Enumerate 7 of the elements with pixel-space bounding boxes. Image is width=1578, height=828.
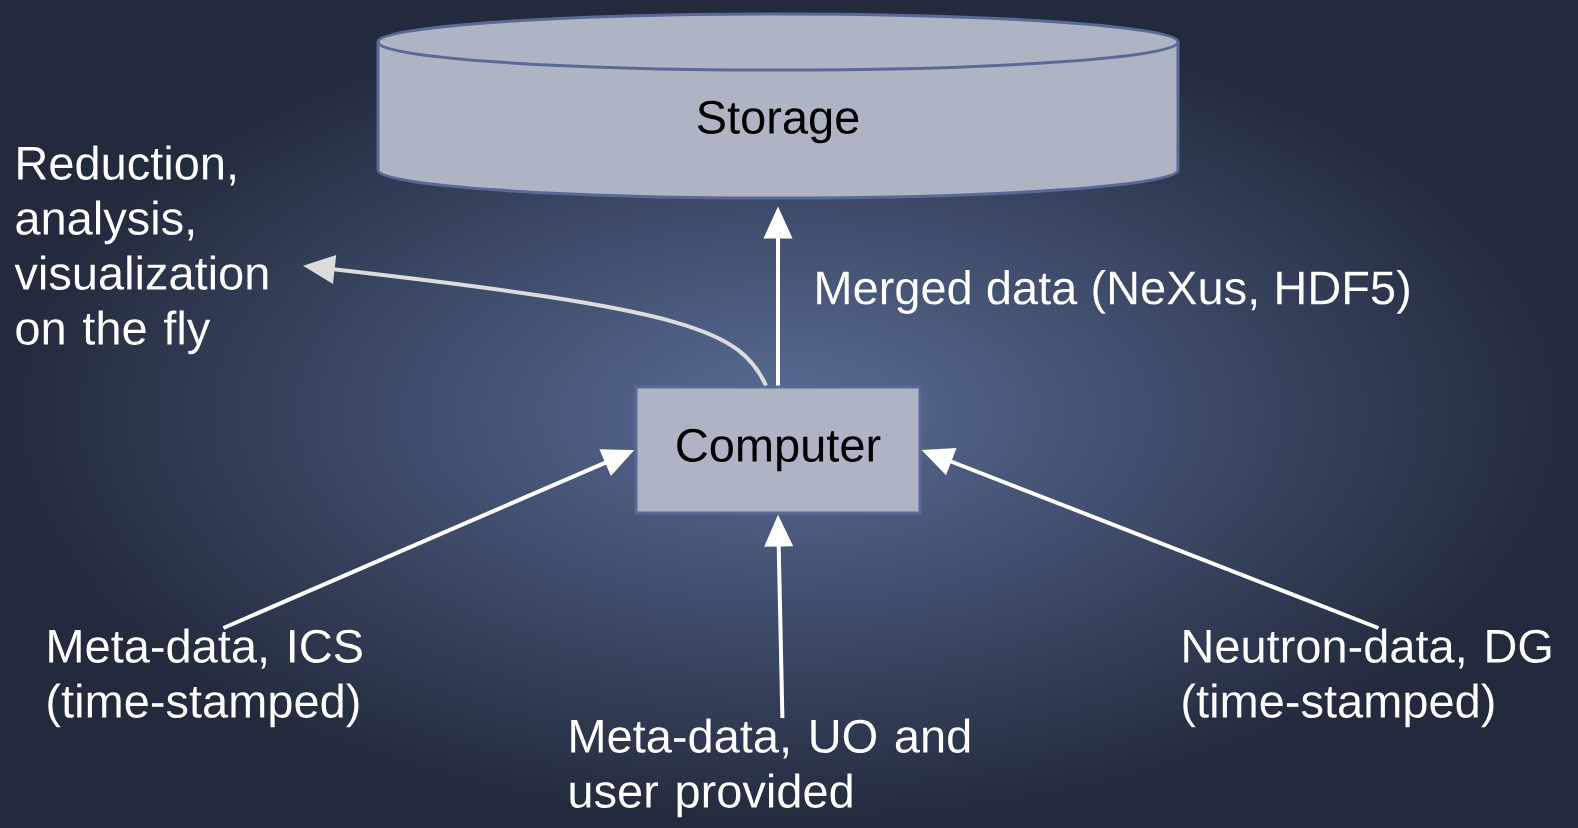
edge-label: Merged data (NeXus, HDF5): [817, 270, 1409, 314]
text-label: Neutron-data, DG (time-stamped): [1183, 628, 1551, 728]
text-label: Meta-data, UO and user provided: [570, 718, 970, 818]
process-box: Computer: [634, 385, 922, 515]
text-label: Reduction, analysis, visualization on the fly: [14, 145, 268, 355]
storage-cylinder: Storage: [376, 12, 1180, 200]
text-label: Meta-data, ICS (time-stamped): [48, 628, 362, 728]
